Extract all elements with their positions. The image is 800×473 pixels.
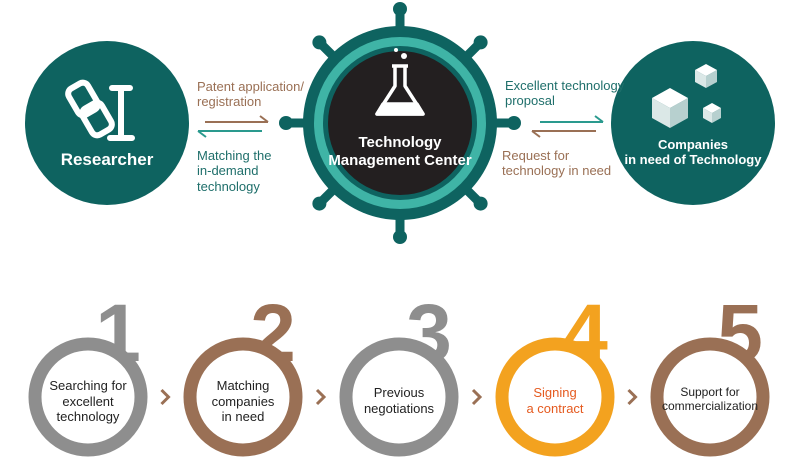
step-2: 2 xyxy=(183,288,303,457)
step-2-ring xyxy=(183,337,303,457)
arrow-to-center-right xyxy=(531,130,596,138)
patent-line1: Patent application/ xyxy=(197,79,304,94)
center-label: Technology Management Center xyxy=(320,134,480,169)
step-5-label: Support for commercialization xyxy=(649,385,771,414)
arrow-to-companies xyxy=(540,115,604,123)
companies-label-line2: in need of Technology xyxy=(624,152,762,168)
step-1-line2: excellent xyxy=(62,393,114,409)
excellent-proposal-text: Excellent technology proposal xyxy=(505,78,624,109)
companies-label-line1: Companies xyxy=(657,137,729,152)
step-4-line2: a contract xyxy=(526,400,584,416)
patent-line2: registration xyxy=(197,94,262,110)
step-1: 1 xyxy=(28,288,148,457)
center-label-line1: Technology xyxy=(358,134,442,151)
step-4: 4 xyxy=(495,288,615,457)
arrow-to-researcher xyxy=(197,130,262,138)
matching-line3: technology xyxy=(197,178,260,194)
step-2-line1: Matching xyxy=(216,378,270,393)
companies-circle xyxy=(611,41,775,205)
step-5: 5 xyxy=(650,288,770,457)
step-1-ring xyxy=(28,337,148,457)
step-3-ring xyxy=(339,337,459,457)
step-3-line2: negotiations xyxy=(363,400,435,416)
request-line2: technology in need xyxy=(502,163,612,179)
matching-line1: Matching the xyxy=(197,148,272,163)
step-5-line1: Support for xyxy=(680,385,740,399)
center-circle xyxy=(328,51,472,195)
matching-line2: in-demand xyxy=(197,163,259,179)
chevron-right-icon xyxy=(160,388,171,406)
chain-link-icon xyxy=(65,79,135,141)
researcher-circle xyxy=(25,41,189,205)
request-line1: Request for xyxy=(502,148,570,163)
step-2-line3: in need xyxy=(221,409,265,425)
flask-icon xyxy=(375,48,425,116)
step-1-label: Searching for excellent technology xyxy=(30,378,146,425)
request-text: Request for technology in need xyxy=(502,148,611,179)
step-1-line3: technology xyxy=(56,409,120,425)
center-label-line2: Management Center xyxy=(328,151,472,169)
step-5-line2: commercialization xyxy=(661,399,759,414)
step-2-label: Matching companies in need xyxy=(185,378,301,425)
researcher-label: Researcher xyxy=(60,150,154,169)
proposal-line2: proposal xyxy=(505,93,555,109)
cubes-icon xyxy=(652,64,721,128)
patent-application-text: Patent application/ registration xyxy=(197,79,304,110)
step-5-ring xyxy=(650,337,770,457)
step-4-label: Signing a contract xyxy=(497,385,613,416)
chevron-right-icon xyxy=(471,388,483,406)
step-1-line1: Searching for xyxy=(49,378,127,393)
step-4-ring xyxy=(495,337,615,457)
proposal-line1: Excellent technology xyxy=(505,78,625,93)
step-3-label: Previous negotiations xyxy=(341,385,457,416)
arrow-to-center-left xyxy=(205,115,269,123)
chevron-right-icon xyxy=(627,388,638,406)
ship-wheel xyxy=(279,2,521,244)
step-3-line1: Previous xyxy=(373,385,425,400)
companies-label: Companies in need of Technology xyxy=(613,137,773,168)
chevron-right-icon xyxy=(315,388,327,406)
step-4-line1: Signing xyxy=(533,385,577,400)
step-3: 3 xyxy=(339,288,459,457)
step-2-line2: companies xyxy=(211,393,275,409)
matching-text: Matching the in-demand technology xyxy=(197,148,271,194)
